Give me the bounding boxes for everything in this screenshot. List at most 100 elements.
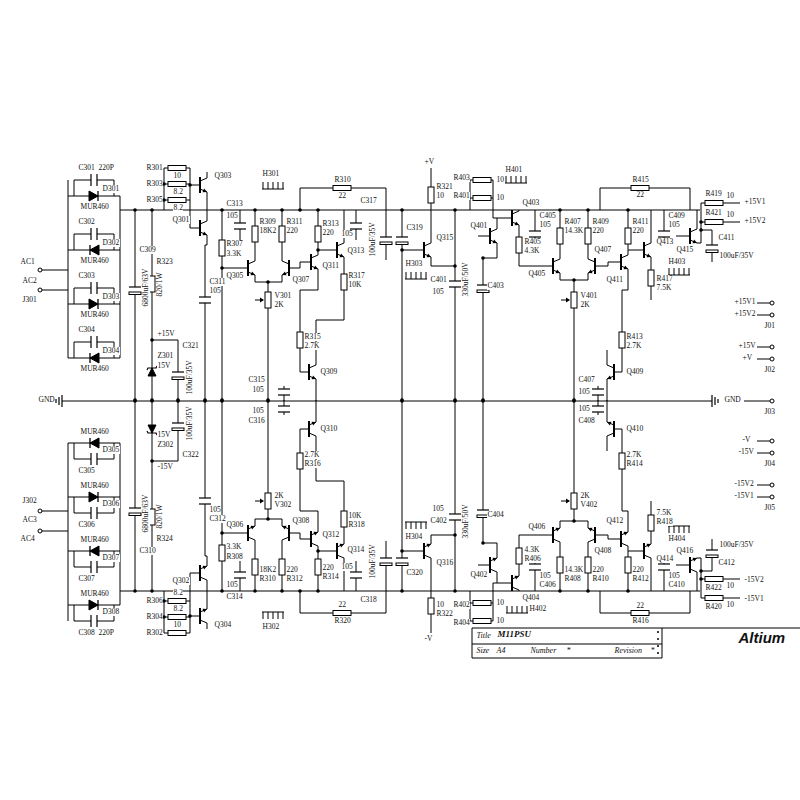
value-label: 105: [432, 505, 444, 513]
value-label: 10: [726, 211, 735, 219]
wire: [152, 461, 178, 462]
value-label: 105: [539, 221, 551, 229]
terminal-pin: [38, 288, 42, 292]
capacitor-plate: [90, 336, 91, 348]
transistor-collector: [309, 365, 316, 368]
capacitor-gap: [91, 282, 97, 294]
transistor-emitter: [424, 254, 431, 257]
heatsink-symbol: [426, 272, 427, 279]
part-label: R316: [304, 460, 321, 468]
part-label: C316: [248, 417, 265, 425]
wire: [519, 535, 545, 576]
diode-bar: [97, 492, 98, 502]
value-label: 220: [592, 227, 604, 235]
value-label: 2.7K: [304, 342, 320, 350]
part-label: D303: [102, 293, 120, 301]
part-label: V402: [580, 501, 598, 509]
wire: [723, 222, 740, 223]
capacitor-plate: [592, 388, 604, 389]
transistor-base: [329, 250, 337, 251]
resistor-symbol: [333, 611, 351, 616]
resistor-symbol: [625, 228, 631, 244]
transistor-collector: [690, 229, 697, 232]
junction-dot: [699, 577, 703, 581]
part-label: AC4: [20, 535, 35, 543]
capacitor-plate: [90, 282, 91, 294]
title-block-text: Title: [476, 632, 491, 640]
part-label: D307: [102, 554, 120, 562]
wire: [207, 623, 208, 629]
part-label: J04: [764, 460, 775, 468]
capacitor-plate: [90, 507, 91, 519]
transistor-emitter: [588, 270, 595, 273]
part-label: C313: [226, 200, 243, 208]
heatsink-symbol: [516, 176, 517, 183]
value-label: 10: [496, 617, 505, 625]
heatsink-symbol: [507, 606, 508, 613]
wire: [40, 531, 68, 532]
part-label: R416: [632, 617, 649, 625]
part-label: Q311: [322, 262, 339, 270]
value-label: 100uF/35V: [186, 406, 194, 441]
transistor-emitter: [512, 576, 519, 579]
wire: [186, 633, 190, 634]
transistor-base: [301, 372, 309, 373]
junction-dot: [400, 248, 404, 252]
wiper-arrow: [260, 499, 264, 504]
heatsink-symbol: [526, 176, 527, 183]
heatsink-symbol: [679, 526, 680, 533]
resistor-symbol: [219, 545, 225, 561]
wire: [649, 591, 690, 613]
resistor-symbol: [705, 577, 723, 582]
wire: [222, 268, 240, 269]
value-label: 2.7K: [626, 342, 642, 350]
junction-dot: [298, 208, 302, 212]
transistor-emitter: [621, 266, 628, 269]
value-label: 330uF/50V: [462, 262, 470, 297]
transistor-emitter: [424, 544, 431, 547]
part-label: Q415: [676, 246, 694, 254]
junction-dot: [280, 589, 284, 593]
capacitor-plate: [592, 405, 604, 406]
wire: [744, 401, 770, 402]
capacitor-plate: [278, 394, 290, 395]
value-label: 105: [341, 230, 353, 238]
value-label: 10: [726, 601, 735, 609]
transistor-collector: [309, 433, 316, 436]
junction-dot: [453, 398, 457, 402]
capacitor-plate: [449, 280, 461, 281]
wire: [351, 591, 386, 613]
capacitor-gap: [91, 228, 97, 240]
value-label: 2K: [274, 301, 284, 309]
part-label: Q405: [528, 270, 546, 278]
part-label: MUR460: [80, 536, 109, 544]
part-label: R317: [348, 272, 365, 280]
junction-dot: [188, 614, 192, 618]
wire: [402, 250, 416, 251]
net-label: +15V2: [744, 217, 766, 225]
part-label: R407: [564, 218, 581, 226]
heatsink-symbol: [273, 182, 274, 189]
wire: [497, 218, 498, 229]
net-label: +15V2: [734, 310, 756, 318]
capacitor-plate: [96, 507, 97, 519]
part-label: Q309: [320, 368, 338, 376]
value-label: 100uF/35V: [719, 541, 754, 549]
ground-symbol: [61, 395, 62, 407]
part-label: MUR460: [80, 428, 109, 436]
transistor-emitter: [337, 254, 344, 257]
part-label: R311: [286, 218, 303, 226]
diode-bar: [97, 299, 98, 309]
terminal-pin: [38, 509, 42, 513]
junction-dot: [453, 533, 457, 537]
wire: [300, 269, 318, 372]
heatsink-symbol: [506, 176, 507, 183]
wire: [222, 400, 223, 591]
part-label: AC3: [22, 516, 37, 524]
value-label: 330uF/50V: [462, 504, 470, 539]
part-label: C407: [578, 376, 595, 384]
transistor-base: [504, 218, 512, 219]
transistor-emitter: [621, 532, 628, 535]
